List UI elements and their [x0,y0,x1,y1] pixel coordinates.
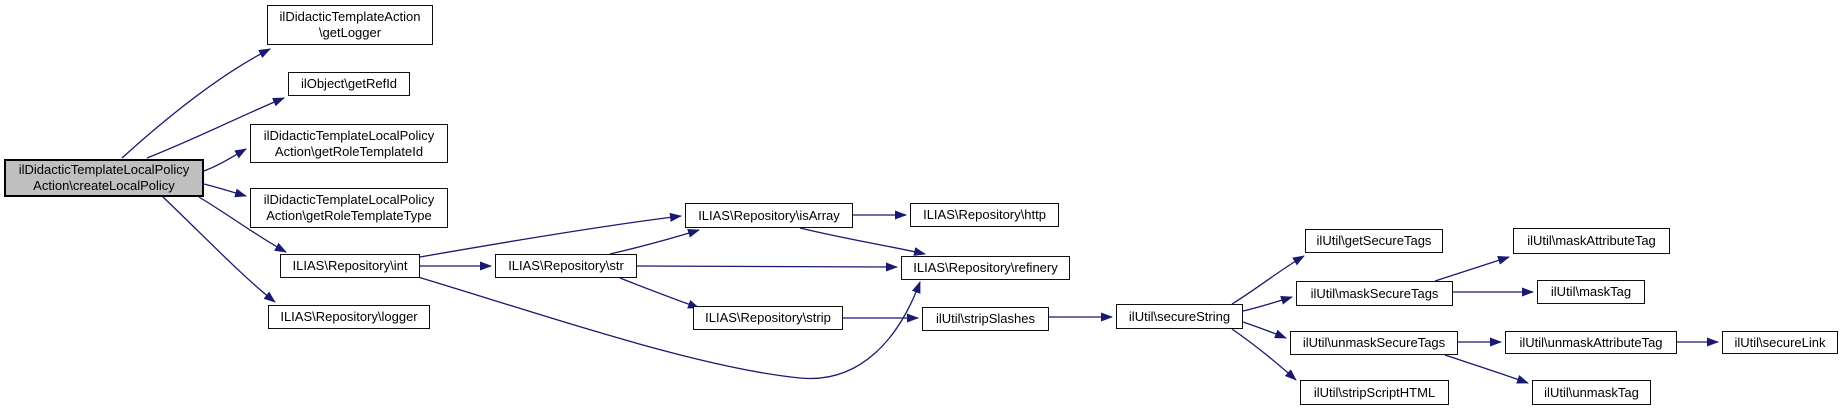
graph-node-label: ilUtil\getSecureTags [1316,233,1432,248]
graph-node-label: ILIAS\Repository\refinery [913,260,1058,275]
graph-node-label: ilUtil\unmaskAttributeTag [1519,334,1663,350]
graph-node-label: ilUtil\secureString [1128,308,1231,324]
graph-node-label: ilDidacticTemplateLocalPolicy [263,192,435,207]
call-edge-secureString-to-unmaskSecureTags [1242,321,1287,339]
graph-node-unmaskAttributeTag[interactable]: ilUtil\unmaskAttributeTag [1505,331,1677,354]
graph-node-str[interactable]: ILIAS\Repository\str [495,254,637,278]
graph-node-isArray[interactable]: ILIAS\Repository\isArray [685,203,853,228]
call-edge-createLocalPolicy-to-getRoleTemplateType [203,183,247,198]
graph-node-unmaskTag[interactable]: ilUtil\unmaskTag [1532,380,1651,405]
graph-node-secureLink[interactable]: ilUtil\secureLink [1722,331,1838,354]
call-edge-unmaskSecureTags-to-unmaskTag [1444,354,1529,384]
graph-node-label: ILIAS\Repository\int [292,258,408,273]
graph-node-maskSecureTags[interactable]: ilUtil\maskSecureTags [1296,281,1453,306]
call-edge-int-to-refinery [417,276,921,380]
graph-node-maskTag[interactable]: ilUtil\maskTag [1537,280,1645,304]
graph-node-stripSlashes[interactable]: ilUtil\stripSlashes [922,307,1049,331]
graph-node-getRefId[interactable]: ilObject\getRefId [288,72,410,96]
call-edge-maskSecureTags-to-maskAttributeTag [1434,256,1510,282]
graph-node-label: ILIAS\Repository\strip [705,310,831,325]
graph-node-int[interactable]: ILIAS\Repository\int [280,254,420,278]
graph-node-label: ilUtil\unmaskTag [1544,384,1639,400]
graph-node-secureString[interactable]: ilUtil\secureString [1116,304,1243,329]
call-edge-str-to-strip [619,277,700,309]
graph-node-label: ilUtil\maskTag [1550,284,1632,299]
graph-node-getLogger[interactable]: ilDidacticTemplateAction\getLogger [267,5,433,45]
graph-node-label: ilUtil\unmaskSecureTags [1302,335,1446,350]
call-edge-createLocalPolicy-to-getLogger [121,48,271,159]
graph-node-label: ILIAS\Repository\logger [280,309,418,324]
graph-node-label: ILIAS\Repository\isArray [698,207,840,223]
graph-node-label: ilUtil\stripScriptHTML [1313,384,1436,400]
call-edge-createLocalPolicy-to-getRefId [146,97,285,159]
graph-node-label: ilDidacticTemplateAction [279,9,421,24]
graph-node-label: ilUtil\maskSecureTags [1310,285,1439,301]
graph-node-getSecureTags[interactable]: ilUtil\getSecureTags [1305,229,1443,253]
graph-node-http[interactable]: ILIAS\Repository\http [910,203,1059,227]
call-edge-str-to-isArray [609,228,700,255]
graph-node-label: ilUtil\stripSlashes [936,311,1035,326]
call-edge-createLocalPolicy-to-logger [162,196,276,303]
graph-node-label: \getLogger [318,25,382,40]
graph-node-label: ILIAS\Repository\http [923,207,1046,222]
graph-node-logger[interactable]: ILIAS\Repository\logger [268,305,430,329]
graph-node-maskAttributeTag[interactable]: ilUtil\maskAttributeTag [1513,228,1670,254]
graph-node-label: ilDidacticTemplateLocalPolicy [263,127,435,143]
call-edge-secureString-to-stripScriptHTML [1231,328,1297,381]
call-edge-isArray-to-refinery [799,227,926,256]
graph-node-label: Action\createLocalPolicy [33,178,175,193]
call-edge-createLocalPolicy-to-getRoleTemplateId [203,148,247,172]
graph-node-label: Action\getRoleTemplateId [274,143,424,159]
graph-node-label: ilObject\getRefId [300,76,398,91]
call-edge-secureString-to-maskSecureTags [1242,295,1293,312]
graph-node-label: ilUtil\secureLink [1734,334,1826,350]
graph-node-label: ILIAS\Repository\str [508,258,624,273]
graph-node-strip[interactable]: ILIAS\Repository\strip [693,306,843,330]
graph-node-label: Action\getRoleTemplateType [266,208,432,223]
graph-node-stripScriptHTML[interactable]: ilUtil\stripScriptHTML [1300,380,1449,405]
call-edge-secureString-to-getSecureTags [1231,255,1305,305]
call-edge-int-to-isArray [419,212,682,258]
call-edge-str-to-refinery [636,262,898,272]
call-edge-createLocalPolicy-to-int [198,196,287,253]
graph-node-unmaskSecureTags[interactable]: ilUtil\unmaskSecureTags [1290,331,1458,355]
graph-node-refinery[interactable]: ILIAS\Repository\refinery [901,256,1070,280]
graph-node-label: ilDidacticTemplateLocalPolicy [18,162,190,177]
graph-node-label: ilUtil\maskAttributeTag [1527,233,1656,248]
